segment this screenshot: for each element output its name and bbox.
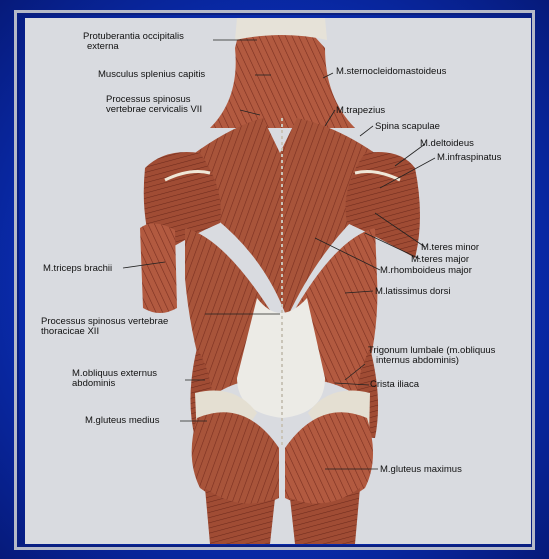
label-deltoideus: M.deltoideus — [420, 139, 474, 149]
gluteus-maximus-left — [192, 412, 279, 506]
label-splenius: Musculus splenius capitis — [98, 70, 205, 80]
label-latissimus: M.latissimus dorsi — [375, 287, 451, 297]
triceps-left — [140, 223, 177, 313]
label-infraspinatus: M.infraspinatus — [437, 153, 501, 163]
label-triceps: M.triceps brachii — [43, 264, 112, 274]
label-processus-vii: Processus spinosus vertebrae cervicalis … — [106, 95, 202, 115]
anatomy-panel: Protuberantia occipitalis externa Muscul… — [25, 18, 531, 544]
label-trapezius: M.trapezius — [336, 106, 385, 116]
label-teres-major: M.teres major — [411, 255, 469, 265]
label-gluteus-medius: M.gluteus medius — [85, 416, 159, 426]
label-crista: Crista iliaca — [370, 380, 419, 390]
label-trigonum: Trigonum lumbale (m.obliquus internus ab… — [368, 346, 495, 366]
label-teres-minor: M.teres minor — [421, 243, 479, 253]
label-rhomboideus: M.rhomboideus major — [380, 266, 472, 276]
gluteus-maximus-right — [285, 412, 373, 506]
label-spina: Spina scapulae — [375, 122, 440, 132]
label-protuberantia: Protuberantia occipitalis externa — [83, 32, 184, 52]
label-processus-xii: Processus spinosus vertebrae thoracicae … — [41, 317, 168, 337]
label-obliquus: M.obliquus externus abdominis — [72, 369, 157, 389]
label-sternocleido: M.sternocleidomastoideus — [336, 67, 446, 77]
label-gluteus-maximus: M.gluteus maximus — [380, 465, 462, 475]
